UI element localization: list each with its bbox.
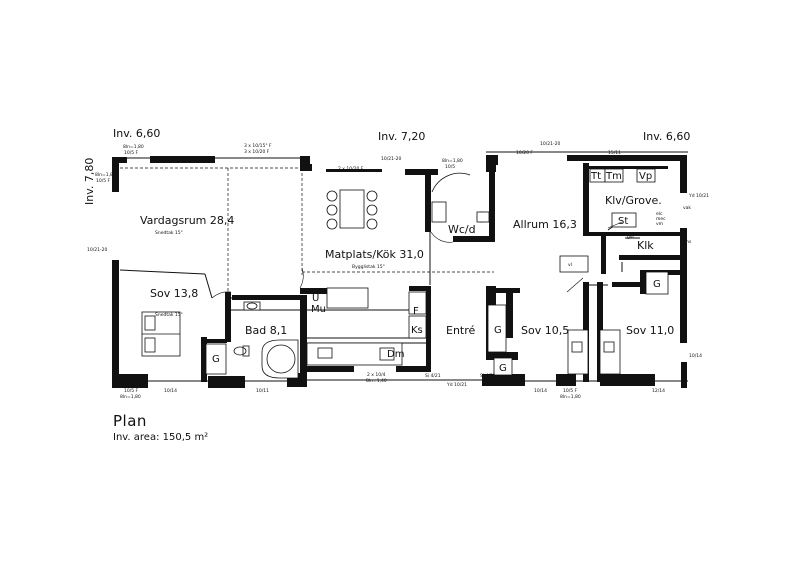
note-window: 10/5 F [124,150,139,156]
symbol-vp: Vp [639,171,652,182]
room-matplats: Matplats/Kök 31,0 [325,248,424,261]
note-window: 12/14 [652,388,665,394]
symbol-gvc: gvc [627,235,636,240]
symbol-mu: Mu [311,304,326,315]
note-window: 10/21-20 [381,156,401,162]
note-window: 10/5 [445,164,455,170]
symbol-g-entry2: G [499,363,507,374]
note-window: 8ln=1,40 [366,378,387,384]
note-window: 10/11 [256,388,269,394]
note-window: 10/21-20 [87,247,107,253]
room-sov1: Sov 13,8 [150,287,198,300]
room-entre: Entré [446,324,476,337]
symbol-fms: fms [683,239,692,245]
note-window: Yd 10/21 [446,382,467,388]
symbol-tm: Tm [605,171,622,182]
symbol-tt: Tt [590,171,601,182]
note-window: 15/11 [608,150,621,156]
note-bygglistak: Bygglistak 15° [352,264,385,270]
level-top-left: Inv. 6,60 [113,127,160,140]
symbol-g-entry: G [494,325,502,336]
symbol-ks: Ks [411,325,423,336]
note-snedtak2: Snedtak 15° [155,312,183,318]
note-snedtak1: Snedtak 15° [155,230,183,236]
note-window: 8ln=1,80 [123,144,144,150]
symbol-vm: vm [656,222,663,227]
plan-title: Plan [113,412,147,430]
level-top-right: Inv. 6,60 [643,130,690,143]
symbol-f: F [413,306,419,317]
note-window: 3 x 10/15° F [244,143,272,149]
symbol-g-bath: G [212,354,220,365]
room-sov2: Sov 10,5 [521,324,569,337]
note-window: 10/14 [164,388,177,394]
note-window: 10/21-20 [540,141,560,147]
note-window: 8ln=1,80 [95,172,116,178]
note-window: 8ln=1,80 [442,158,463,164]
dashed-boundaries [120,167,494,295]
room-bad: Bad 8,1 [245,324,287,337]
symbol-u: U [312,293,319,304]
note-window: 8ln=1,80 [120,394,141,400]
note-window: 2 x 10/20 F [338,166,364,172]
room-allrum: Allrum 16,3 [513,218,577,231]
room-wc: Wc/d [448,223,476,236]
symbol-dm: Dm [387,349,404,360]
window-annotations: 3 x 10/15° F 3 x 10/20 F 2 x 10/20 F 10/… [87,141,709,400]
note-window: Si 4/21 [480,373,496,379]
note-window: 10/5 F [563,388,578,394]
level-top-mid: Inv. 7,20 [378,130,425,143]
note-window: 10/20 F [516,150,533,156]
level-side: Inv. 7,80 [83,158,96,205]
room-klv: Klv/Grove. [605,194,662,207]
door-swings [211,221,623,299]
furniture [141,168,669,379]
note-window: 10/14 [689,353,702,359]
room-sov3: Sov 11,0 [626,324,674,337]
symbol-mec: mec [656,217,666,222]
symbol-vl: vl [568,262,572,268]
symbol-elc: elc [656,211,663,217]
symbol-vak: vak [683,205,691,211]
symbol-st: St [618,216,628,227]
note-window: 10/14 [534,388,547,394]
note-window: 8ln=1,80 [560,394,581,400]
plan-caption: Plan Inv. area: 150,5 m² [113,412,208,443]
note-window: 3 x 10/20 F [244,149,270,155]
plan-area: Inv. area: 150,5 m² [113,432,209,443]
note-window: 2 x 10/4 [367,372,386,378]
room-vardagsrum: Vardagsrum 28,4 [140,214,234,227]
note-window: Yd 10/21 [688,193,709,199]
room-klk: Klk [637,239,654,252]
note-window: Si 4/21 [425,373,441,379]
symbol-g-klk: G [653,279,661,290]
note-window: 10/5 F [124,388,139,394]
note-window: 10/5 F [96,178,111,184]
